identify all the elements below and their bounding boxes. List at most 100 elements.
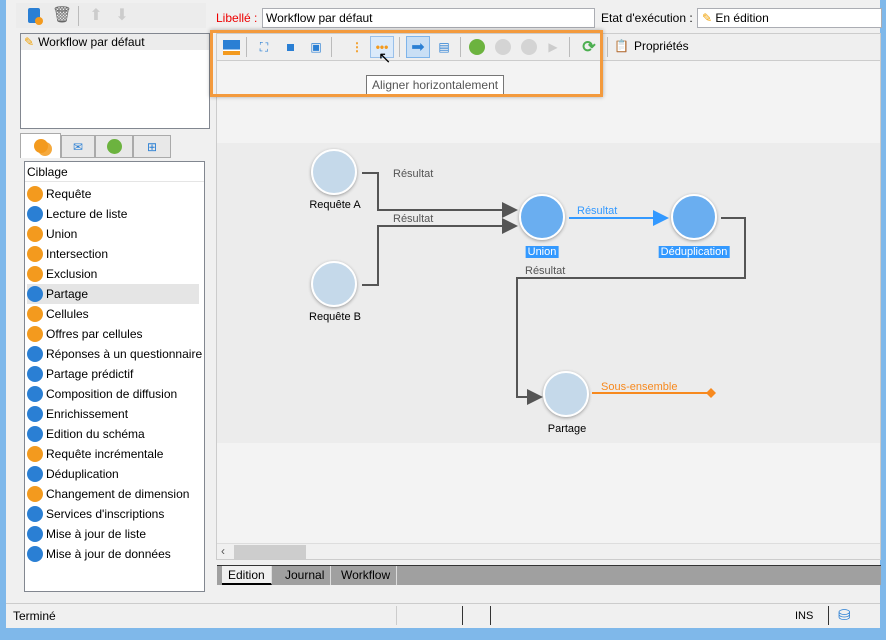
step-icon[interactable]: ▶: [548, 40, 558, 54]
palette-item-label: Union: [46, 227, 78, 241]
palette-item-label: Edition du schéma: [46, 427, 145, 441]
workflow-info-icon[interactable]: ▤: [438, 40, 450, 54]
tab-targeting[interactable]: [20, 133, 61, 158]
activity-icon: [27, 306, 43, 322]
workflow-list-item[interactable]: ✎ Workflow par défaut: [21, 34, 209, 50]
palette-item[interactable]: Composition de diffusion: [27, 384, 177, 404]
node-requete-a[interactable]: [311, 149, 357, 195]
palette-item-label: Requête incrémentale: [46, 447, 164, 461]
left-toolbar: 🗑 ⬆ ⬇: [16, 3, 206, 28]
palette-item[interactable]: Union: [27, 224, 77, 244]
align-horizontally-button[interactable]: •••: [370, 36, 394, 58]
editor-toolbar: ⛶ ▣ ⋮ ••• ➡ ▤ ▶ ⟳ 📋 Propriétés: [217, 34, 880, 61]
palette-item[interactable]: Partage prédictif: [27, 364, 133, 384]
align-vertically-icon[interactable]: ⋮: [351, 40, 363, 54]
diagram-edges: [362, 172, 746, 405]
targeting-icon: [33, 139, 48, 153]
palette-item[interactable]: Intersection: [27, 244, 108, 264]
align-horizontally-icon: •••: [375, 40, 389, 54]
fit-to-screen-icon[interactable]: ⛶: [259, 39, 269, 54]
palette-item-label: Exclusion: [46, 267, 98, 281]
palette-item[interactable]: Partage: [27, 284, 199, 304]
tab-edition[interactable]: Edition: [222, 566, 272, 585]
properties-button[interactable]: 📋 Propriétés: [614, 39, 689, 53]
edge-label: Résultat: [525, 265, 566, 277]
palette-item-label: Offres par cellules: [46, 327, 143, 341]
activity-icon: [27, 486, 43, 502]
palette-item-label: Réponses à un questionnaire: [46, 347, 203, 361]
actual-size-icon[interactable]: [280, 37, 300, 57]
clipboard-icon: 📋: [614, 39, 629, 53]
palette-item-label: Composition de diffusion: [46, 387, 178, 401]
stop-icon[interactable]: [519, 37, 539, 57]
edge-label: Résultat: [577, 205, 618, 217]
palette-item[interactable]: Mise à jour de liste: [27, 524, 146, 544]
workflow-list: ✎ Workflow par défaut: [20, 33, 210, 129]
edge-label: Résultat: [393, 213, 434, 225]
palette-item[interactable]: Cellules: [27, 304, 89, 324]
new-workflow-icon[interactable]: [24, 5, 44, 25]
palette-item-label: Lecture de liste: [46, 207, 128, 221]
status-bar: Terminé INS ⛁: [6, 603, 880, 628]
palette-item[interactable]: Enrichissement: [27, 404, 128, 424]
edge-requete-a-union: [362, 172, 518, 218]
subset-end-diamond: [706, 388, 716, 398]
palette-item[interactable]: Edition du schéma: [27, 424, 145, 444]
refresh-icon[interactable]: ⟳: [582, 39, 596, 56]
palette-item-label: Enrichissement: [46, 407, 129, 421]
layout-icon[interactable]: [221, 37, 241, 57]
status-text: Terminé: [13, 609, 56, 623]
palette-item[interactable]: Réponses à un questionnaire: [27, 344, 202, 364]
palette-item-label: Cellules: [46, 307, 89, 321]
palette-item-label: Changement de dimension: [46, 487, 190, 501]
zoom-extents-icon[interactable]: ▣: [310, 40, 322, 54]
tab-workflow[interactable]: Workflow: [335, 566, 398, 585]
scrollbar-thumb[interactable]: [234, 545, 306, 559]
activity-icon: [27, 506, 43, 522]
palette-item-label: Partage: [46, 287, 89, 301]
tab-journal[interactable]: Journal: [279, 566, 332, 585]
scroll-left-icon[interactable]: ‹: [221, 544, 225, 558]
properties-label: Propriétés: [633, 39, 689, 53]
activity-icon: [27, 326, 43, 342]
node-requete-b[interactable]: [311, 261, 357, 307]
activity-icon: [27, 526, 43, 542]
tab-tools[interactable]: ⊞: [133, 135, 171, 158]
move-down-icon[interactable]: ⬇: [115, 7, 129, 24]
node-union[interactable]: [519, 194, 565, 240]
palette-item[interactable]: Requête incrémentale: [27, 444, 163, 464]
palette-item-label: Mise à jour de liste: [46, 527, 147, 541]
activity-icon: [27, 206, 43, 222]
node-deduplication[interactable]: [671, 194, 717, 240]
label-input[interactable]: Workflow par défaut: [262, 8, 595, 28]
state-caption: Etat d'exécution :: [601, 11, 693, 25]
tab-flow-control[interactable]: [95, 135, 133, 158]
pencil-icon: ✎: [702, 11, 716, 25]
label-caption: Libellé :: [216, 11, 258, 25]
palette-item[interactable]: Services d'inscriptions: [27, 504, 164, 524]
activity-icon: [27, 406, 43, 422]
palette-item[interactable]: Requête: [27, 184, 91, 204]
activity-icon: [27, 386, 43, 402]
transition-mode-button[interactable]: ➡: [406, 36, 430, 58]
arrow-right-icon: ➡: [411, 39, 425, 56]
node-partage[interactable]: [543, 371, 589, 417]
palette-item[interactable]: Changement de dimension: [27, 484, 189, 504]
activity-icon: [27, 266, 43, 282]
horizontal-scrollbar[interactable]: ‹: [217, 543, 880, 559]
move-up-icon[interactable]: ⬆: [89, 7, 103, 24]
palette-header: Ciblage: [25, 162, 204, 182]
start-icon[interactable]: [467, 37, 487, 57]
palette-item[interactable]: Exclusion: [27, 264, 97, 284]
palette-item[interactable]: Lecture de liste: [27, 204, 127, 224]
pause-icon[interactable]: [493, 37, 513, 57]
edge-label: Résultat: [393, 168, 434, 180]
delete-icon[interactable]: 🗑: [51, 7, 73, 24]
activity-icon: [27, 546, 43, 562]
palette-item[interactable]: Offres par cellules: [27, 324, 143, 344]
palette-item[interactable]: Déduplication: [27, 464, 119, 484]
pencil-icon: ✎: [24, 35, 35, 49]
palette-item-label: Intersection: [46, 247, 109, 261]
tab-delivery[interactable]: ✉: [61, 135, 95, 158]
palette-item[interactable]: Mise à jour de données: [27, 544, 171, 564]
